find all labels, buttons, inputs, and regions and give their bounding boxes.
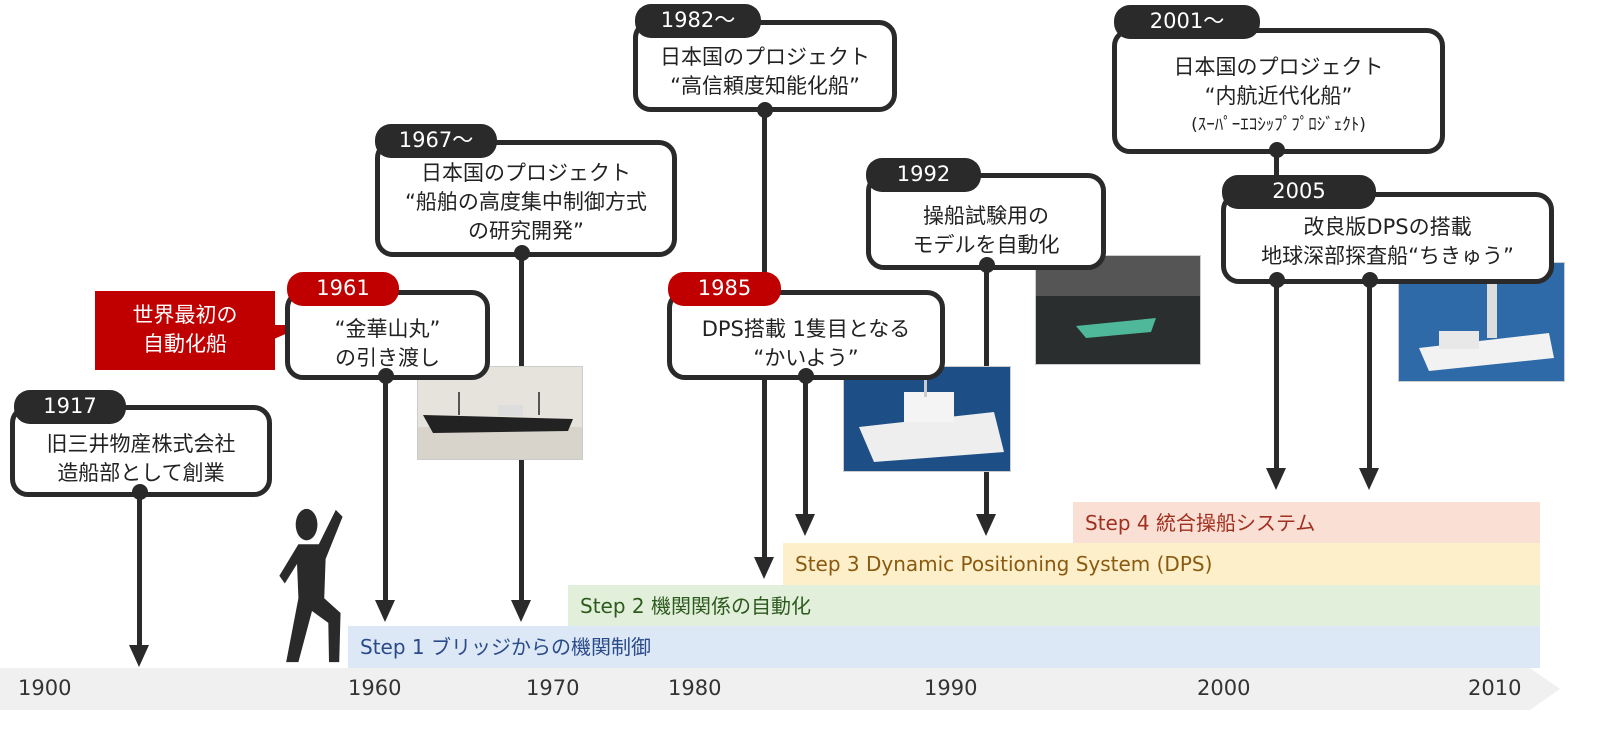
event-2005-year: 2005 [1222,175,1376,209]
event-2005-line1: 改良版DPSの搭載 [1303,215,1472,239]
tick-1900: 1900 [18,676,72,700]
step-1-band: Step 1 ブリッジからの機関制御 [348,626,1540,668]
event-2001-year: 2001〜 [1114,5,1260,39]
connector-dot [514,245,530,261]
connector-1917 [137,492,142,647]
event-1982-line2: “高信頼度知能化船” [670,74,860,98]
event-2001-line3: (ｽｰﾊﾟｰｴｺｼｯﾌﾟﾌﾟﾛｼﾞｪｸﾄ) [1191,115,1366,135]
event-1967-year: 1967〜 [375,124,497,158]
event-1967-box: 日本国のプロジェクト “船舶の高度集中制御方式 の研究開発” [375,140,677,257]
tick-1980: 1980 [668,676,722,700]
arrowhead-icon [1266,468,1286,490]
step-4-band: Step 4 統合操船システム [1073,502,1540,544]
event-1917-line2: 造船部として創業 [57,461,225,485]
event-1967-line3: の研究開発” [468,219,584,243]
connector-dot [1269,272,1285,288]
event-1917-line1: 旧三井物産株式会社 [46,432,236,456]
event-1985-line1: DPS搭載 1隻目となる [701,317,911,341]
connector-dot [798,368,814,384]
callout-line1: 世界最初の [132,303,238,327]
climbing-person-icon [279,508,343,663]
connector-dot [1362,272,1378,288]
event-1992-year: 1992 [866,158,981,192]
arrowhead-icon [511,600,531,622]
kinkasan-maru-photo [417,366,583,460]
event-2001-line1: 日本国のプロジェクト [1173,55,1384,79]
event-1961-line2: の引き渡し [335,346,440,370]
event-1985-line2: “かいよう” [753,346,859,370]
tick-1990: 1990 [924,676,978,700]
event-2001-box: 日本国のプロジェクト “内航近代化船” (ｽｰﾊﾟｰｴｺｼｯﾌﾟﾌﾟﾛｼﾞｪｸﾄ… [1112,28,1445,154]
tick-2010: 2010 [1468,676,1522,700]
arrowhead-icon [795,514,815,536]
tick-1960: 1960 [348,676,402,700]
event-1992-line1: 操船試験用の [923,204,1049,228]
step-2-band: Step 2 機関関係の自動化 [568,585,1540,627]
event-1967-line1: 日本国のプロジェクト [421,161,631,185]
event-1961-line1: “金華山丸” [334,317,441,341]
connector-2001 [1274,150,1279,190]
event-1917-year: 1917 [14,390,126,424]
connector-2005b [1367,280,1372,470]
event-1967-line2: “船舶の高度集中制御方式 [405,190,647,214]
arrowhead-icon [1359,468,1379,490]
connector-dot [979,257,995,273]
connector-1985 [803,376,808,516]
event-1992-line2: モデルを自動化 [912,233,1060,257]
event-1961-year: 1961 [287,272,399,306]
step-3-band: Step 3 Dynamic Positioning System (DPS) [783,543,1540,585]
timeline-axis [0,668,1560,710]
arrowhead-icon [976,514,996,536]
event-1985-year: 1985 [668,272,781,306]
tick-2000: 2000 [1197,676,1251,700]
connector-dot [757,102,773,118]
connector-dot [1269,142,1285,158]
model-ship-photo [1035,255,1201,365]
connector-2005a [1274,280,1279,470]
connector-dot [378,368,394,384]
connector-dot [132,484,148,500]
event-2001-line2: “内航近代化船” [1204,84,1353,108]
callout-line2: 自動化船 [143,332,227,356]
arrowhead-icon [129,645,149,667]
event-2005-line2: 地球深部探査船“ちきゅう” [1261,244,1514,268]
kaiyo-photo [843,366,1011,472]
event-1982-line1: 日本国のプロジェクト [660,45,870,69]
arrowhead-icon [375,600,395,622]
connector-1961 [383,376,388,601]
tick-1970: 1970 [526,676,580,700]
arrowhead-icon [754,557,774,579]
event-1982-year: 1982〜 [635,4,761,38]
first-automated-ship-callout: 世界最初の 自動化船 [95,291,275,370]
